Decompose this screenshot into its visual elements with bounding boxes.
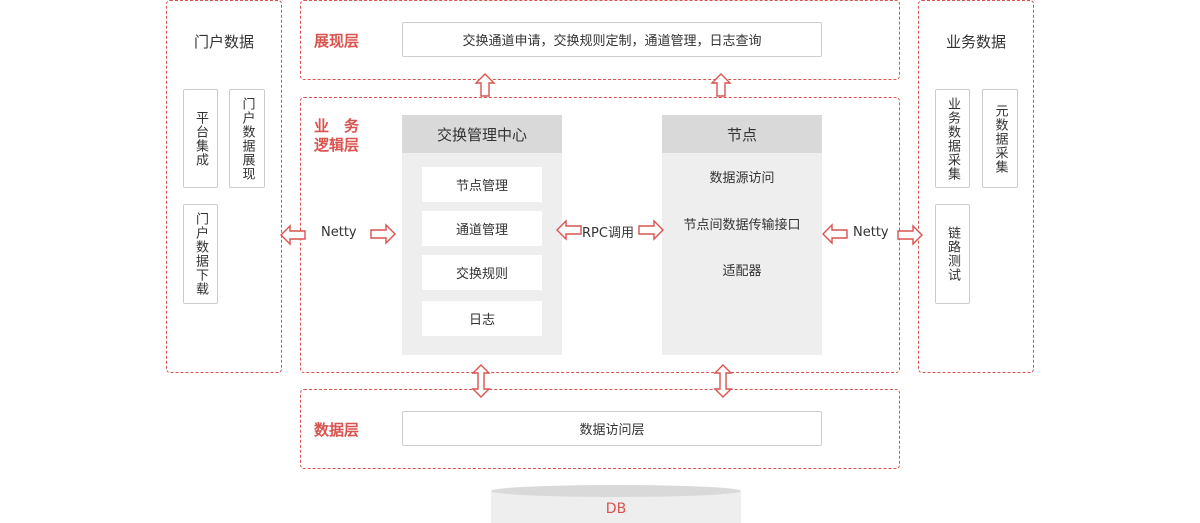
business-logic-layer-label-line2: 逻辑层 bbox=[314, 136, 360, 154]
node-item-transfer-interface: 节点间数据传输接口 bbox=[683, 218, 801, 233]
arrow-right-exchange bbox=[370, 223, 396, 245]
arrow-right-rpc bbox=[638, 219, 664, 241]
exchange-center-title: 交换管理中心 bbox=[402, 115, 562, 153]
connector-right-netty: Netty bbox=[853, 225, 889, 240]
presentation-layer-content: 交换通道申请，交换规则定制，通道管理，日志查询 bbox=[402, 22, 822, 57]
exchange-item-channel-management: 通道管理 bbox=[422, 211, 542, 246]
arrow-left-rpc bbox=[556, 219, 582, 241]
presentation-layer bbox=[300, 0, 900, 80]
portal-item-data-display: 门户数据展现 bbox=[229, 89, 265, 188]
arrow-up-left bbox=[474, 73, 496, 97]
portal-data-panel bbox=[166, 0, 282, 373]
node-panel: 节点 数据源访问 节点间数据传输接口 适配器 bbox=[662, 115, 822, 355]
data-layer bbox=[300, 389, 900, 469]
database-label: DB bbox=[605, 501, 627, 517]
connector-rpc: RPC调用 bbox=[582, 226, 634, 241]
business-logic-layer-label-line1: 业 务 bbox=[314, 117, 360, 135]
connector-left-netty: Netty bbox=[321, 225, 357, 240]
arrow-double-vertical-right bbox=[713, 364, 733, 398]
arrow-left-portal bbox=[280, 224, 306, 246]
arrow-up-right bbox=[710, 73, 732, 97]
business-item-link-test: 链路测试 bbox=[935, 204, 970, 304]
presentation-layer-label: 展现层 bbox=[314, 32, 360, 50]
exchange-item-exchange-rules: 交换规则 bbox=[422, 255, 542, 290]
portal-item-platform-integration: 平台集成 bbox=[183, 89, 218, 188]
exchange-center-panel: 交换管理中心 节点管理 通道管理 交换规则 日志 bbox=[402, 115, 562, 355]
business-data-panel bbox=[918, 0, 1034, 373]
node-item-adapter: 适配器 bbox=[722, 264, 762, 279]
node-title: 节点 bbox=[662, 115, 822, 153]
arrow-right-business bbox=[897, 224, 923, 246]
business-item-data-collection: 业务数据采集 bbox=[935, 89, 970, 188]
arrow-left-node bbox=[822, 223, 848, 245]
arrow-double-vertical-left bbox=[471, 364, 491, 398]
portal-data-title: 门户数据 bbox=[193, 33, 254, 51]
business-data-title: 业务数据 bbox=[945, 33, 1006, 51]
data-layer-label: 数据层 bbox=[314, 421, 360, 439]
exchange-item-node-management: 节点管理 bbox=[422, 167, 542, 202]
node-item-datasource-access: 数据源访问 bbox=[709, 171, 775, 186]
database-cylinder bbox=[491, 485, 741, 523]
portal-item-data-download: 门户数据下载 bbox=[183, 204, 218, 304]
data-layer-content: 数据访问层 bbox=[402, 411, 822, 446]
business-item-metadata-collection: 元数据采集 bbox=[982, 89, 1018, 188]
exchange-item-log: 日志 bbox=[422, 301, 542, 336]
